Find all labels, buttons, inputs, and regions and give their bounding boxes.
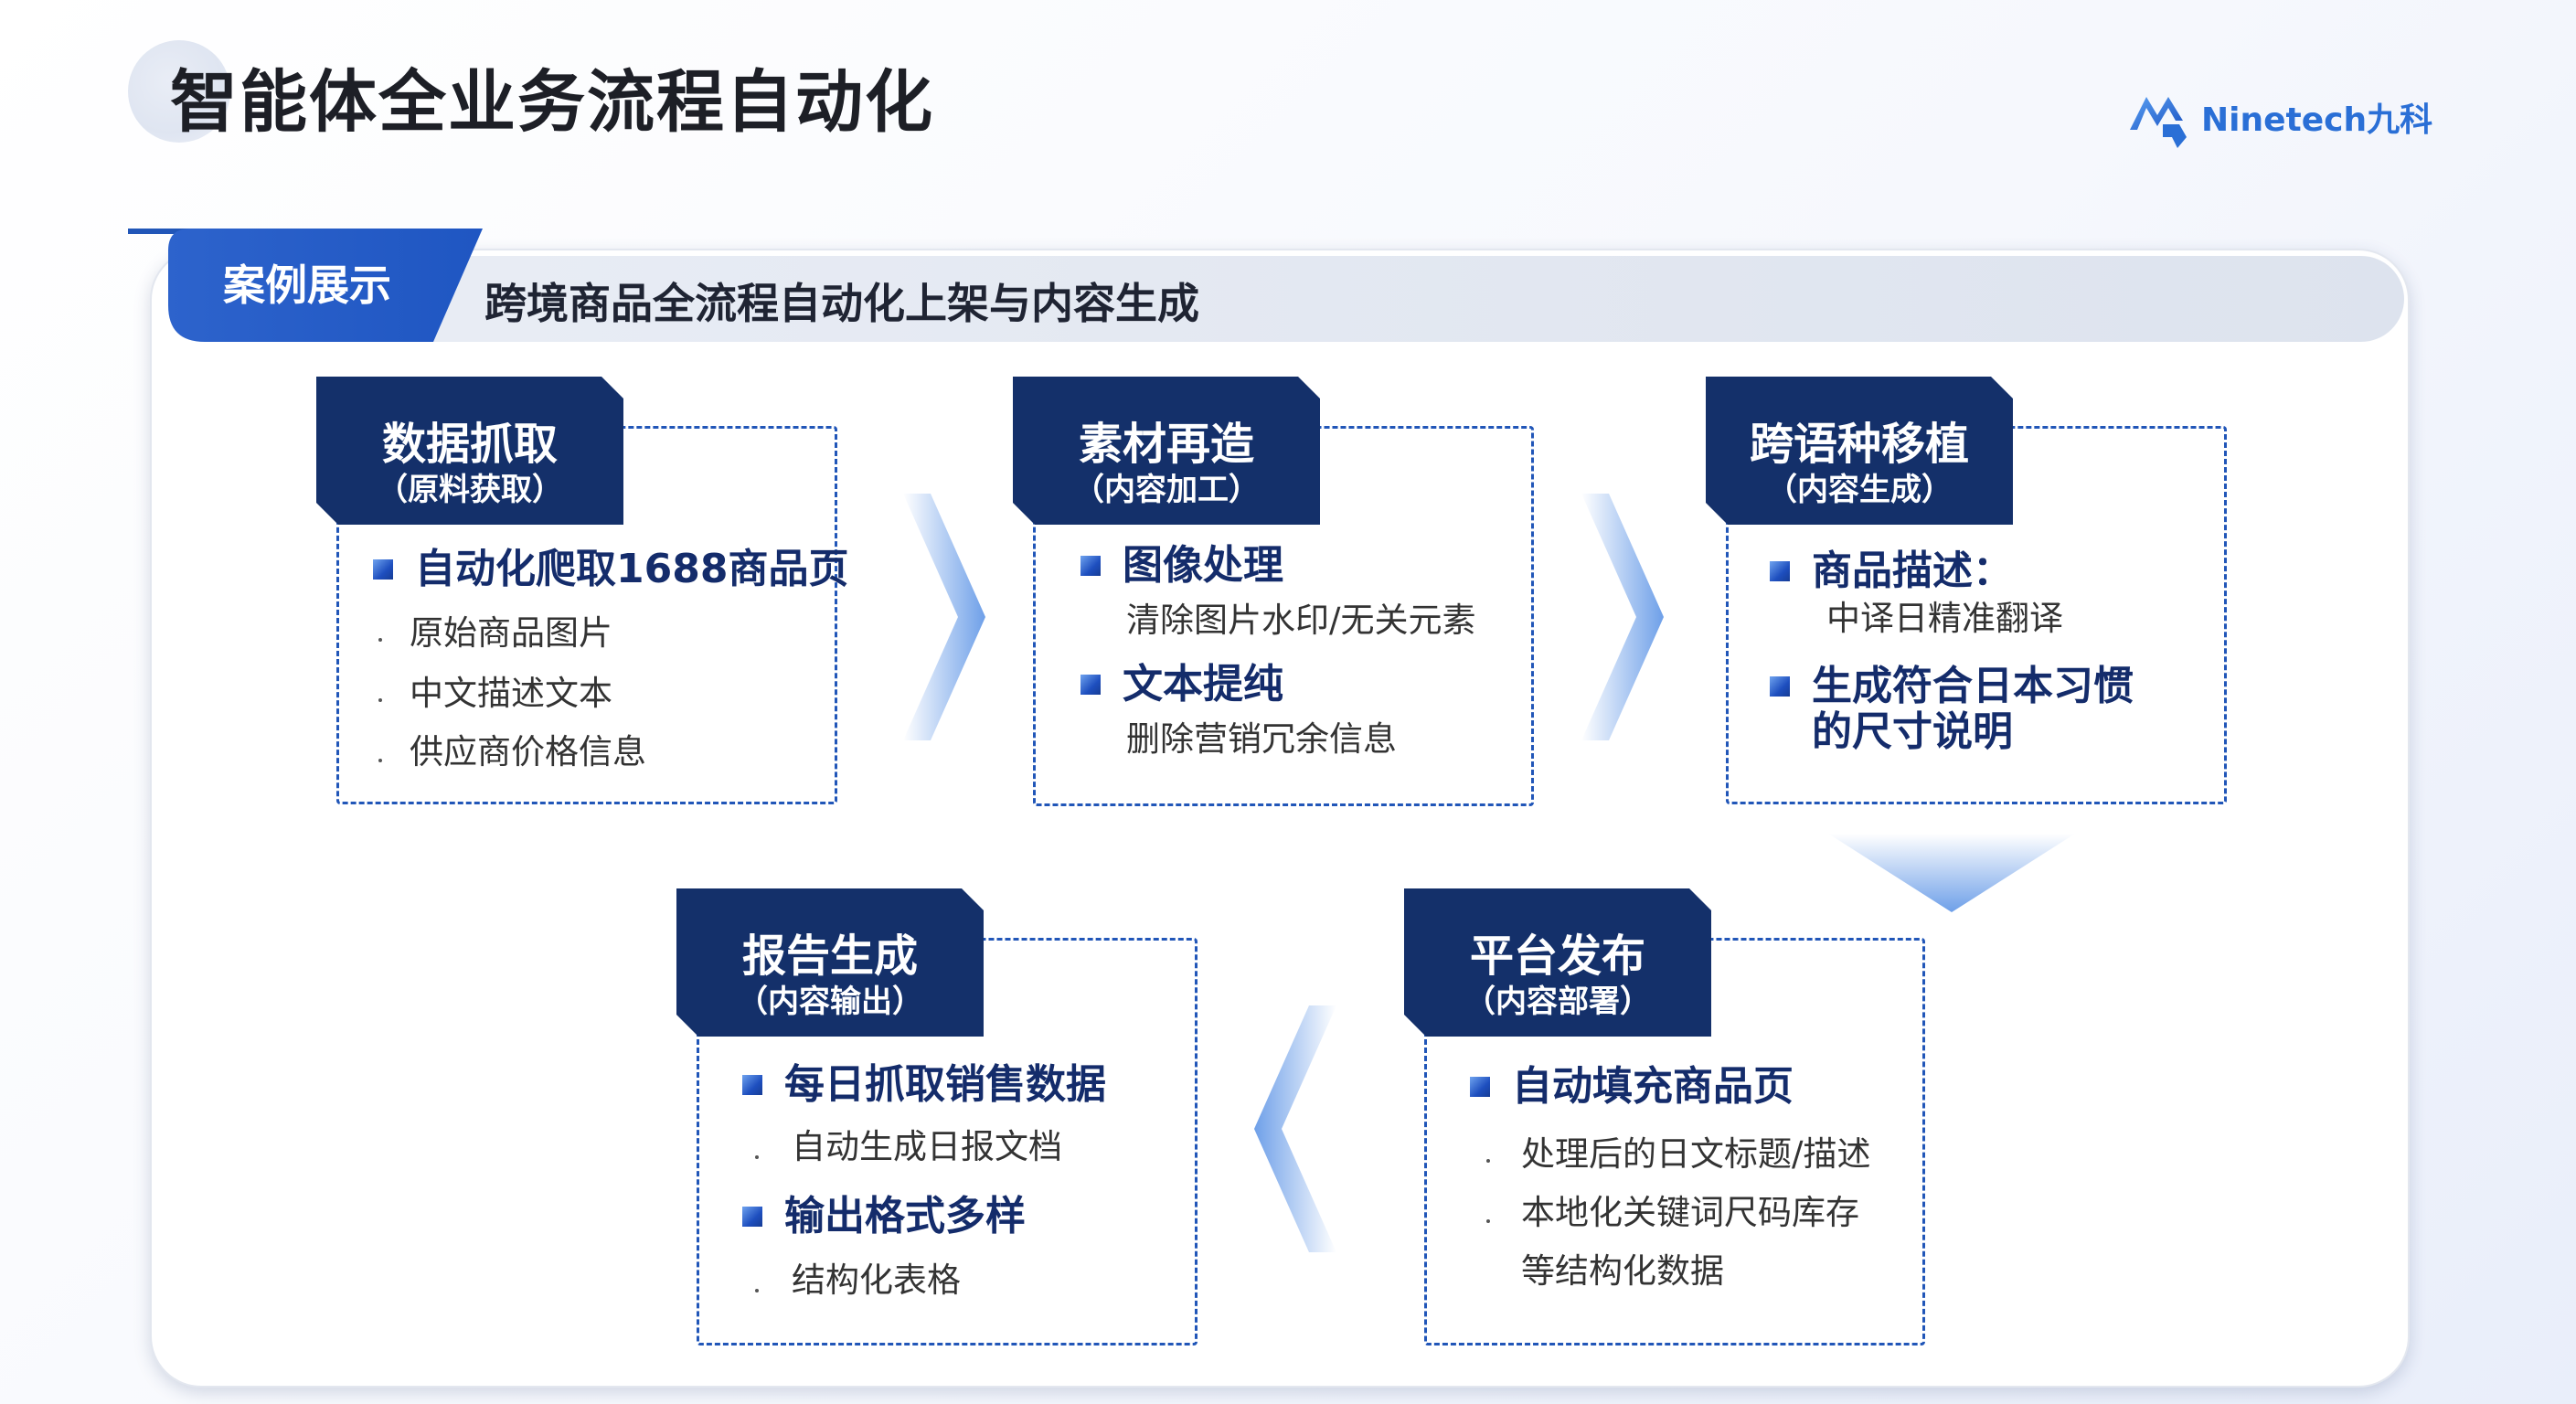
bullet-item: 自动填充商品页 xyxy=(1470,1064,1794,1110)
sub-item: 中译日精准翻译 xyxy=(1826,599,2063,638)
sub-item: 原始商品图片 xyxy=(410,613,612,653)
step-subtitle: （原料获取） xyxy=(377,472,563,508)
step-header-cross-language: 跨语种移植 （内容生成） xyxy=(1706,377,2013,525)
bullet-square-icon xyxy=(1770,676,1790,697)
title-decoration xyxy=(128,40,230,143)
sub-dot xyxy=(1486,1159,1490,1163)
step-header-material-rebuild: 素材再造 （内容加工） xyxy=(1013,377,1320,525)
flow-arrow-down-icon xyxy=(1828,834,2075,912)
sub-dot xyxy=(755,1289,759,1292)
bullet-item: 输出格式多样 xyxy=(742,1194,1026,1239)
bullet-item: 商品描述： xyxy=(1770,548,2013,594)
step-header-report-generation: 报告生成 （内容输出） xyxy=(676,888,984,1037)
sub-item: 结构化表格 xyxy=(792,1260,961,1300)
ninetech-logo-icon xyxy=(2130,97,2187,148)
flow-arrow-left-icon xyxy=(1254,1005,1336,1252)
step-title: 素材再造 xyxy=(1078,419,1254,470)
bullet-square-icon xyxy=(742,1075,762,1095)
sub-dot xyxy=(378,698,382,702)
step-subtitle: （内容部署） xyxy=(1464,984,1651,1020)
section-tag: 案例展示 xyxy=(168,229,483,342)
step-title: 跨语种移植 xyxy=(1749,419,1969,470)
sub-dot xyxy=(378,638,382,642)
sub-item: 自动生成日报文档 xyxy=(792,1127,1062,1166)
brand-name: Ninetech九科 xyxy=(2201,101,2433,139)
step-title: 数据抓取 xyxy=(381,419,558,470)
flow-arrow-right-icon xyxy=(1581,494,1664,740)
bullet-square-icon xyxy=(373,559,393,580)
bullet-item: 文本提纯 xyxy=(1080,662,1283,707)
bullet-item: 自动化爬取1688商品页 xyxy=(373,547,848,592)
subtitle-bar xyxy=(274,256,2404,342)
page-title: 智能体全业务流程自动化 xyxy=(170,63,934,142)
sub-item: 等结构化数据 xyxy=(1521,1251,1724,1291)
section-tag-label: 案例展示 xyxy=(223,261,391,310)
bullet-square-icon xyxy=(1080,675,1101,695)
bullet-item: 生成符合日本习惯的尺寸说明 xyxy=(1770,664,2172,755)
sub-item: 中文描述文本 xyxy=(410,674,612,713)
sub-dot xyxy=(755,1155,759,1159)
sub-dot xyxy=(378,759,382,762)
sub-item: 供应商价格信息 xyxy=(410,732,646,771)
sub-item: 删除营销冗余信息 xyxy=(1126,719,1397,759)
sub-item: 处理后的日文标题/描述 xyxy=(1521,1134,1871,1174)
sub-item: 本地化关键词尺码库存 xyxy=(1521,1193,1859,1232)
bullet-item: 每日抓取销售数据 xyxy=(742,1062,1106,1108)
step-subtitle: （内容加工） xyxy=(1073,472,1260,508)
bullet-square-icon xyxy=(1470,1077,1490,1097)
case-subtitle: 跨境商品全流程自动化上架与内容生成 xyxy=(484,279,1199,328)
step-subtitle: （内容生成） xyxy=(1766,472,1953,508)
sub-dot xyxy=(1486,1219,1490,1223)
flow-arrow-right-icon xyxy=(903,494,985,740)
bullet-square-icon xyxy=(1770,561,1790,581)
bullet-square-icon xyxy=(742,1207,762,1227)
step-header-data-scraping: 数据抓取 （原料获取） xyxy=(316,377,623,525)
bullet-square-icon xyxy=(1080,556,1101,576)
step-subtitle: （内容输出） xyxy=(737,984,923,1020)
sub-item: 清除图片水印/无关元素 xyxy=(1126,601,1476,640)
step-title: 平台发布 xyxy=(1469,931,1645,982)
bullet-item: 图像处理 xyxy=(1080,543,1283,589)
step-header-platform-publish: 平台发布 （内容部署） xyxy=(1404,888,1711,1037)
step-title: 报告生成 xyxy=(741,931,918,982)
brand-logo: Ninetech九科 xyxy=(2126,84,2432,150)
